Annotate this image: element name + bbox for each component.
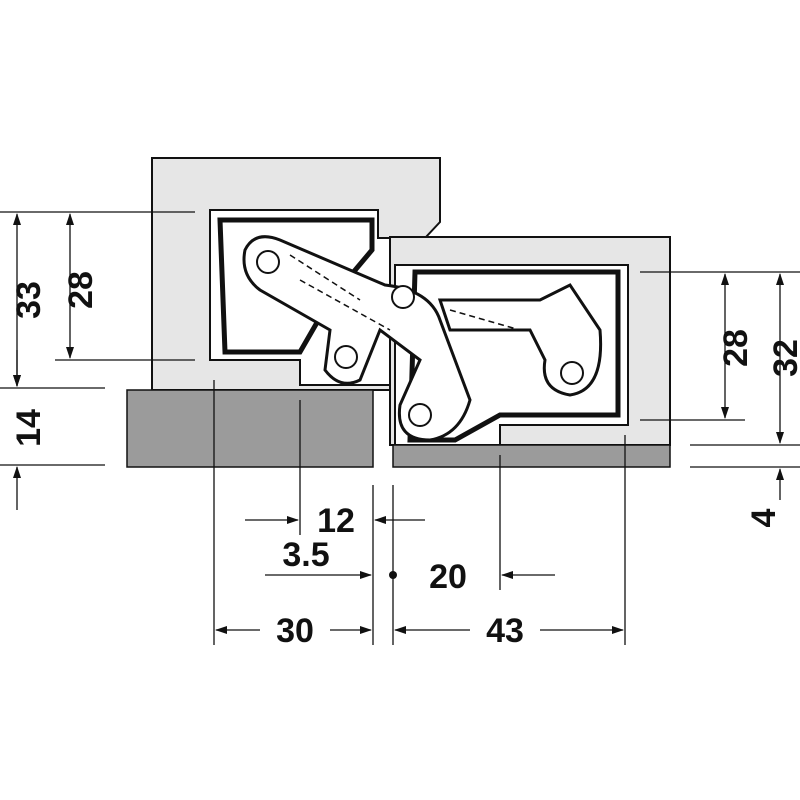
left-slab [126,389,374,468]
dim-43: 43 [486,612,524,650]
screw-hole-icon [408,403,432,427]
extension-lines [0,211,800,645]
screw-hole-icon [334,345,358,369]
dim-12: 12 [317,502,355,540]
dim-20: 20 [429,558,467,596]
dim-14: 14 [10,409,48,447]
dim-30: 30 [276,612,314,650]
hinge-mechanism [217,217,621,443]
dim-28-right: 28 [717,329,755,367]
screw-holes [256,250,584,427]
dim-4: 4 [745,508,783,527]
screw-hole-icon [560,361,584,385]
screw-hole-icon [391,285,415,309]
dim-3-5: 3.5 [282,536,329,574]
dim-33: 33 [10,281,48,319]
dim-32: 32 [767,339,800,377]
screw-hole-icon [256,250,280,274]
dim-28-left: 28 [62,271,100,309]
pivot-point [389,571,397,579]
dimension-arrows [13,213,784,634]
right-slab [392,444,671,468]
